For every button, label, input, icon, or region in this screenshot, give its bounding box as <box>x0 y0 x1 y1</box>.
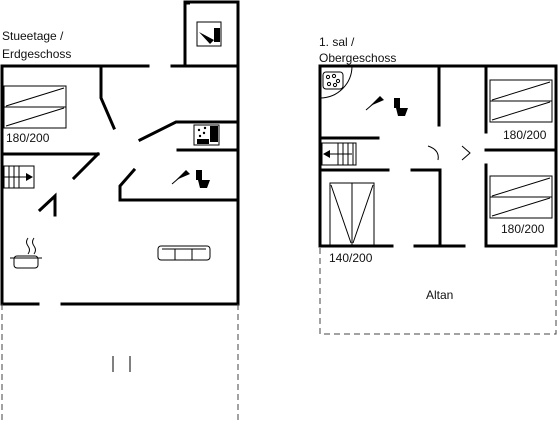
upper-bed-label-2: 180/200 <box>501 222 545 236</box>
upper-bed-label-1: 180/200 <box>503 128 547 142</box>
bath-bottom-wall <box>118 167 240 202</box>
whirlpool-icon <box>322 71 344 90</box>
closet-wall <box>410 168 442 248</box>
stair-wall <box>37 192 57 217</box>
ground-floor-title-line2: Erdgeschoss <box>2 47 71 61</box>
balcony-label: Altan <box>426 288 453 302</box>
door-swing-3 <box>461 145 471 161</box>
ground-floor-title-line1: Stueetage / <box>2 29 64 43</box>
hall-diagonal <box>71 151 101 181</box>
staircase-icon <box>3 165 35 189</box>
bed-icon-2 <box>489 175 553 219</box>
door-swing-2 <box>427 145 439 161</box>
upper-floor-title-line1: 1. sal / <box>319 35 355 49</box>
hallway-wall-upper <box>99 64 116 130</box>
bed-icon-1 <box>489 79 553 123</box>
annex-walls <box>183 0 240 68</box>
upper-shower-toilet-icon <box>365 96 408 116</box>
sauna-icon <box>193 124 220 146</box>
bath-top-wall <box>137 120 240 143</box>
terrace-outline <box>1 304 239 424</box>
ground-floor: Stueetage / Erdgeschoss 180/200 <box>0 0 240 424</box>
ground-bed-label: 180/200 <box>6 131 50 145</box>
sofa-icon <box>157 245 211 261</box>
bed-icon <box>3 85 67 129</box>
upper-floor: 1. sal / Obergeschoss <box>318 35 558 335</box>
door-swing <box>319 65 353 99</box>
upper-staircase-icon <box>321 142 357 166</box>
upper-floor-title-line2: Obergeschoss <box>319 51 396 65</box>
shower-toilet-icon <box>171 170 210 188</box>
terrace-gate <box>112 356 131 372</box>
toilet-icon <box>196 21 222 47</box>
bed-icon-3 <box>329 182 375 246</box>
upper-outer-walls <box>318 64 558 248</box>
upper-bed-label-3: 140/200 <box>329 251 373 265</box>
stove-icon <box>10 237 42 269</box>
balcony-outline <box>319 248 557 335</box>
